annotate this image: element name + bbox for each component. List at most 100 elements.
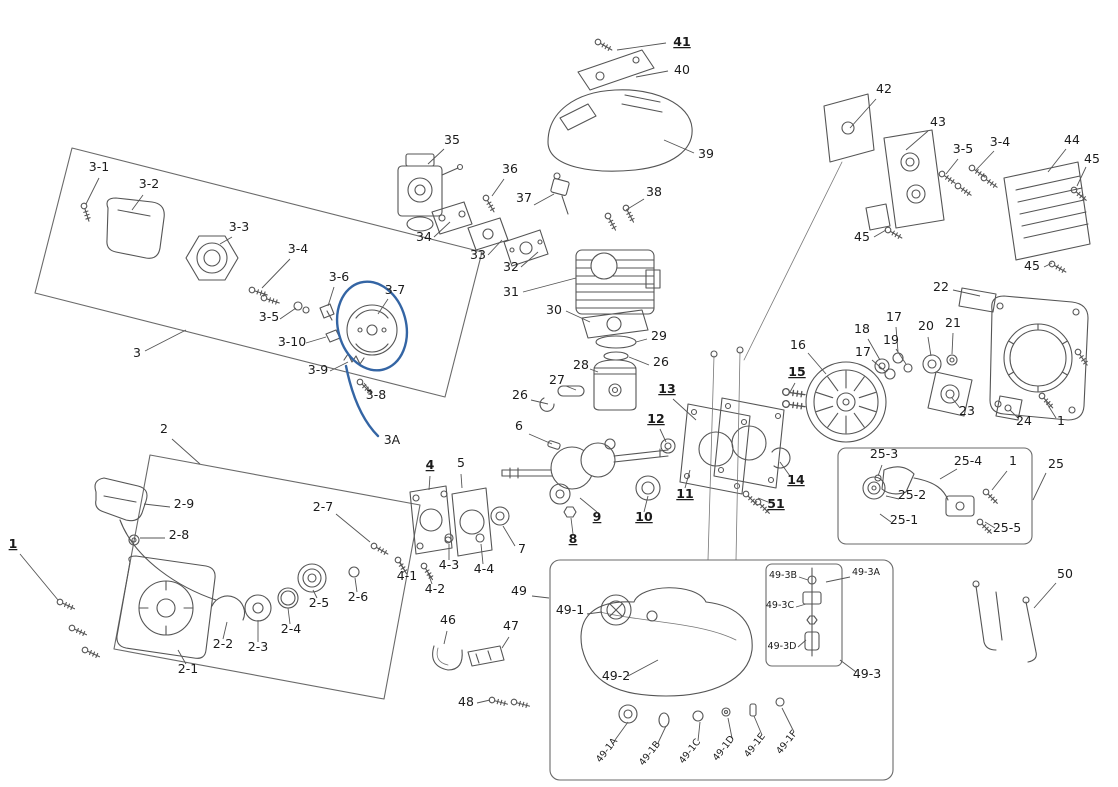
leader-line	[530, 399, 549, 405]
leader-line	[589, 368, 599, 373]
leader-line	[312, 589, 318, 599]
part-label-49-1B: 49-1B	[637, 739, 663, 768]
part-label-1: 1	[1057, 413, 1065, 428]
leader-line	[491, 178, 505, 197]
leader-line	[565, 310, 591, 323]
part-label-22: 22	[933, 279, 949, 294]
part-label-7: 7	[518, 541, 526, 556]
leader-line	[579, 497, 598, 513]
leader-line	[261, 258, 291, 289]
part-label-24: 24	[1016, 413, 1032, 428]
leader-line	[354, 577, 358, 593]
part-label-8: 8	[569, 531, 578, 546]
part-label-3-9: 3-9	[308, 362, 328, 377]
leader-line	[460, 473, 463, 489]
leader-line	[657, 725, 667, 744]
leader-line	[426, 569, 433, 585]
part-label-49-1E: 49-1E	[742, 731, 768, 760]
leader-line	[927, 336, 932, 357]
screw-41	[593, 37, 614, 53]
part-label-49-1A: 49-1A	[594, 736, 620, 765]
leader-line	[520, 251, 539, 268]
leader-line	[873, 229, 887, 238]
leader-line	[643, 495, 649, 513]
leader-line	[951, 332, 954, 355]
leader-line	[1033, 582, 1057, 609]
part-label-3-5: 3-5	[259, 309, 279, 324]
part-label-49-1D: 49-1D	[711, 734, 737, 764]
leader-line	[586, 611, 603, 615]
leader-line	[522, 277, 577, 293]
part-label-2-5: 2-5	[309, 595, 329, 610]
leader-line	[177, 649, 187, 665]
part-label-51: 51	[767, 496, 784, 511]
part-label-21: 21	[945, 315, 961, 330]
left-screws	[55, 597, 102, 660]
highlight-3a	[335, 280, 409, 438]
leader-line	[684, 469, 691, 489]
part-label-49-2: 49-2	[602, 668, 630, 683]
leader-line	[335, 513, 371, 543]
engine-top-cover	[547, 37, 693, 172]
muffler	[883, 129, 945, 229]
leader-line	[779, 461, 791, 477]
leader-line	[131, 194, 144, 211]
part-label-3-1: 3-1	[89, 159, 109, 174]
leader-line	[991, 470, 1008, 491]
leader-line	[795, 603, 807, 608]
leader-line	[144, 329, 187, 352]
part-label-34: 34	[416, 229, 432, 244]
leader-line	[528, 433, 553, 445]
stop-switch	[945, 495, 975, 517]
leader-line	[697, 721, 701, 742]
leader-line	[487, 239, 503, 256]
part-label-49-3A: 49-3A	[852, 567, 881, 578]
part-label-48: 48	[458, 694, 474, 709]
leader-line	[879, 513, 892, 523]
muffler-assembly	[823, 93, 1091, 261]
case-plates	[393, 485, 510, 582]
leader-line	[1076, 166, 1087, 187]
leader-line	[279, 307, 297, 320]
part-label-20: 20	[918, 318, 934, 333]
leader-line	[533, 193, 555, 206]
part-label-3-4: 3-4	[990, 134, 1010, 149]
leader-line	[753, 715, 763, 736]
part-label-2-8: 2-8	[169, 527, 189, 542]
carburetor	[397, 165, 443, 217]
hex-flange	[185, 235, 239, 281]
part-label-4-1: 4-1	[397, 568, 417, 583]
part-label-5: 5	[457, 455, 465, 470]
leader-line	[399, 561, 406, 572]
leader-line	[1009, 409, 1019, 419]
part-label-33: 33	[470, 247, 486, 262]
leader-line	[798, 576, 809, 581]
group-2-recoil-starter	[94, 454, 421, 700]
leader-line	[867, 338, 881, 361]
part-label-14: 14	[787, 472, 805, 487]
part-label-25-3: 25-3	[870, 446, 898, 461]
leader-line	[377, 298, 389, 315]
part-label-45: 45	[854, 229, 870, 244]
part-label-17: 17	[886, 309, 902, 324]
crankshaft	[501, 438, 669, 490]
part-label-30: 30	[546, 302, 562, 317]
part-label-15: 15	[788, 364, 805, 379]
part-label-25-5: 25-5	[993, 520, 1021, 535]
part-label-3-5: 3-5	[953, 141, 973, 156]
part-label-32: 32	[503, 259, 519, 274]
part-label-49-3C: 49-3C	[766, 600, 795, 611]
leader-line	[1047, 148, 1067, 173]
leader-line	[443, 630, 448, 645]
leader-line	[19, 553, 59, 601]
leader-line	[171, 438, 201, 465]
starter-housing	[116, 555, 216, 659]
part-label-37: 37	[516, 190, 532, 205]
part-label-31: 31	[503, 284, 519, 299]
part-label-35: 35	[444, 132, 460, 147]
leader-line	[625, 198, 645, 211]
part-label-49-1C: 49-1C	[677, 737, 703, 766]
ignition-switch-group-25	[837, 447, 1033, 545]
leader-line	[975, 150, 995, 171]
